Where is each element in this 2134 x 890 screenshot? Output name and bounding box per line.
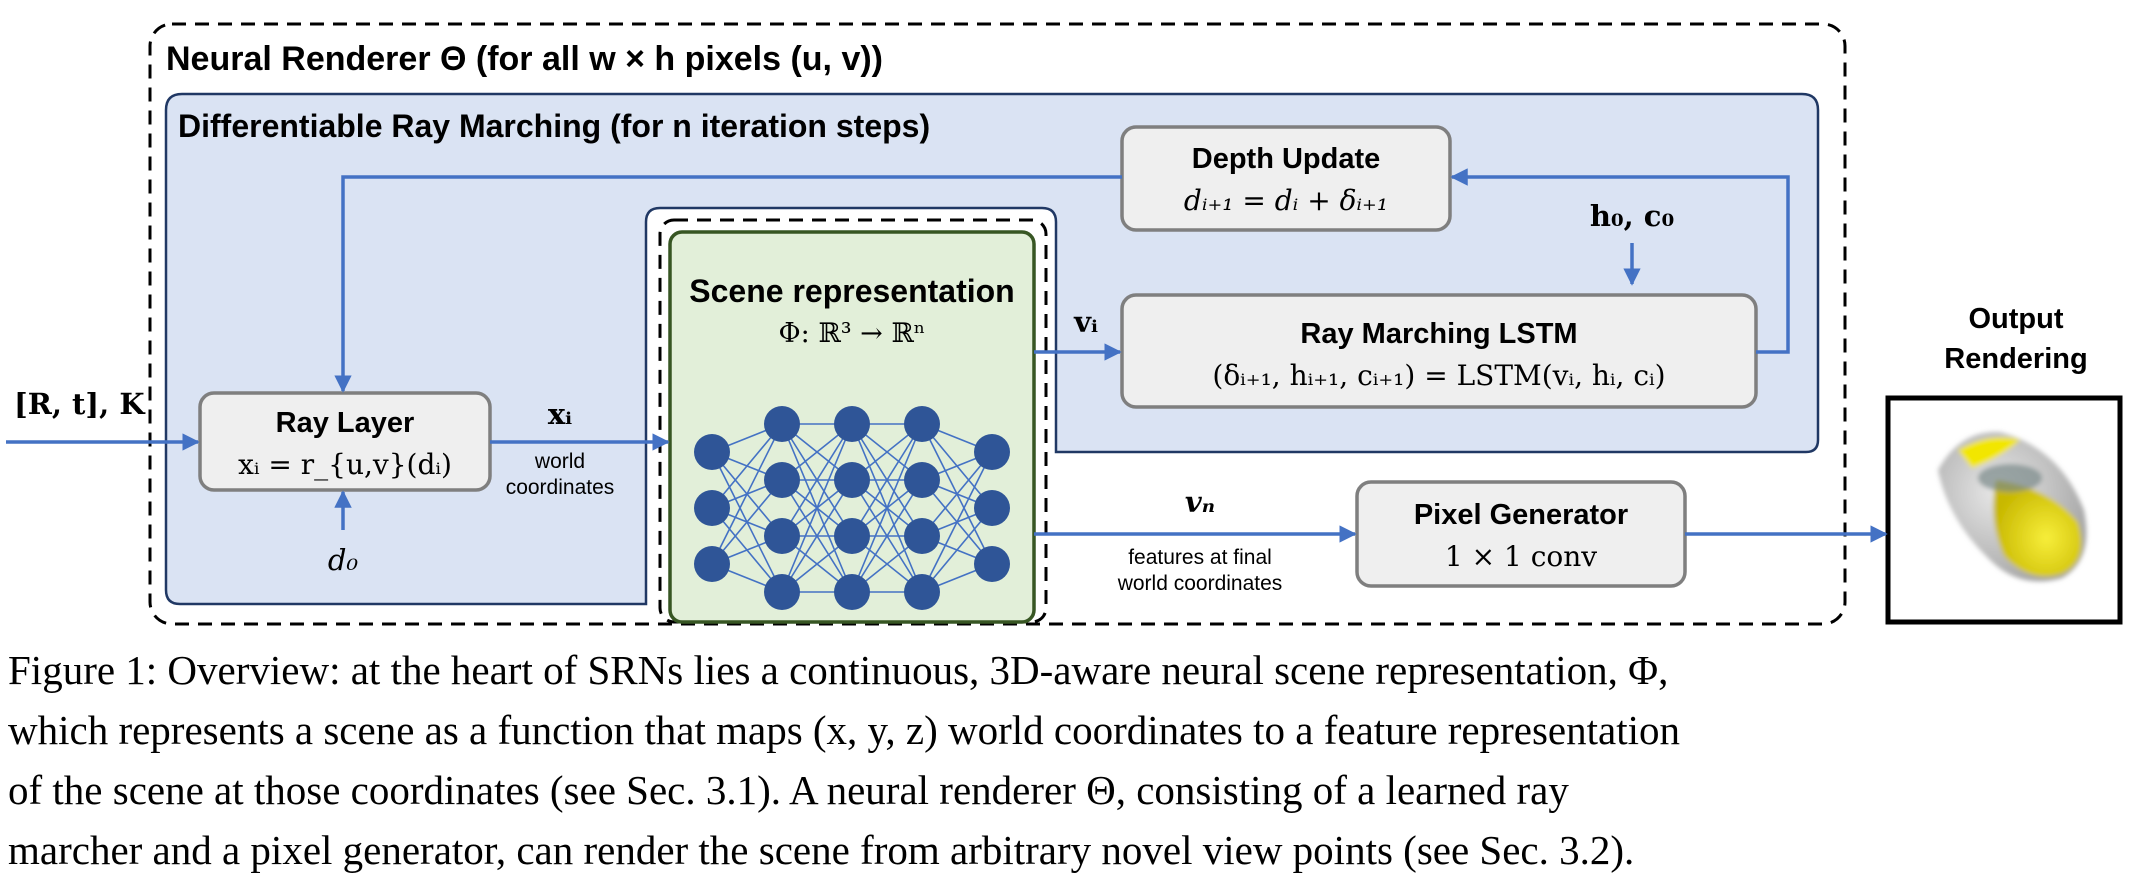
network-neuron [904, 518, 940, 554]
network-neuron [834, 406, 870, 442]
network-connection [921, 451, 993, 537]
scene-representation-formula: Φ: ℝ³ → ℝⁿ [779, 318, 926, 349]
network-neuron [764, 518, 800, 554]
network-neuron [694, 490, 730, 526]
caption-line-1: Figure 1: Overview: at the heart of SRNs… [8, 647, 1669, 693]
network-neuron [834, 518, 870, 554]
features-label-line1: features at final [1128, 546, 1272, 569]
network-neuron [904, 406, 940, 442]
scene-representation-title: Scene representation [689, 273, 1014, 309]
network-neuron [764, 462, 800, 498]
arrow-lstm-to-depth-update [1450, 168, 1790, 354]
d0-label: d₀ [328, 543, 359, 577]
depth-update-formula: dᵢ₊₁ = dᵢ + δᵢ₊₁ [1184, 184, 1388, 217]
ray-marching-lstm-formula: (δᵢ₊₁, hᵢ₊₁, cᵢ₊₁) = LSTM(vᵢ, hᵢ, cᵢ) [1212, 359, 1665, 392]
network-connection [781, 423, 853, 593]
caption-line-2: which represents a scene as a function t… [8, 707, 1680, 753]
network-neuron [694, 434, 730, 470]
network-neuron [764, 406, 800, 442]
network-neuron [904, 574, 940, 610]
neural-renderer-region [148, 22, 1847, 626]
neural-network-graphic [694, 406, 1010, 610]
xi-label: xᵢ [548, 397, 572, 431]
h0-c0-label: h₀, c₀ [1590, 199, 1674, 233]
depth-update-title: Depth Update [1192, 143, 1381, 175]
network-neuron [904, 462, 940, 498]
ray-marching-lstm-title: Ray Marching LSTM [1300, 318, 1577, 350]
figure-caption: Figure 1: Overview: at the heart of SRNs… [8, 640, 2128, 880]
ray-layer-title: Ray Layer [276, 407, 415, 439]
network-connection [711, 479, 783, 565]
output-rendering-title-line1: Output [1968, 303, 2063, 335]
arrow-depth-update-to-ray-layer [334, 175, 1122, 393]
network-neuron [974, 434, 1010, 470]
network-neuron [764, 574, 800, 610]
neural-renderer-title: Neural Renderer Θ (for all w × h pixels … [166, 40, 883, 78]
vi-label: vᵢ [1073, 305, 1098, 339]
network-neuron [834, 574, 870, 610]
srn-overview-diagram: Neural Renderer Θ (for all w × h pixels … [6, 22, 2123, 626]
pixel-generator-formula: 1 × 1 conv [1445, 540, 1597, 573]
world-coordinates-label-line1: world [534, 450, 585, 473]
network-connection [781, 479, 853, 593]
network-connection [711, 423, 783, 565]
world-coordinates-label-line2: coordinates [506, 476, 615, 499]
network-neuron [694, 546, 730, 582]
network-connection [851, 479, 923, 593]
vn-label: vₙ [1185, 485, 1215, 519]
network-connection [781, 423, 853, 537]
network-connection [851, 423, 923, 593]
features-label-line2: world coordinates [1117, 572, 1283, 595]
camera-input-label: [R, t], K [14, 387, 146, 421]
network-neuron [974, 490, 1010, 526]
ray-marching-title: Differentiable Ray Marching (for n itera… [178, 108, 930, 144]
network-neuron [974, 546, 1010, 582]
network-connection [711, 423, 783, 509]
rendered-car-image [1938, 431, 2087, 582]
caption-line-3: of the scene at those coordinates (see S… [8, 767, 1569, 813]
network-connection [851, 423, 923, 537]
network-neuron [834, 462, 870, 498]
output-rendering-title-line2: Rendering [1944, 343, 2087, 375]
caption-line-4: marcher and a pixel generator, can rende… [8, 827, 1635, 873]
network-connection [921, 507, 993, 593]
pixel-generator-title: Pixel Generator [1414, 499, 1628, 531]
network-connection [921, 451, 993, 593]
ray-layer-formula: xᵢ = r_{u,v}(dᵢ) [238, 448, 452, 481]
